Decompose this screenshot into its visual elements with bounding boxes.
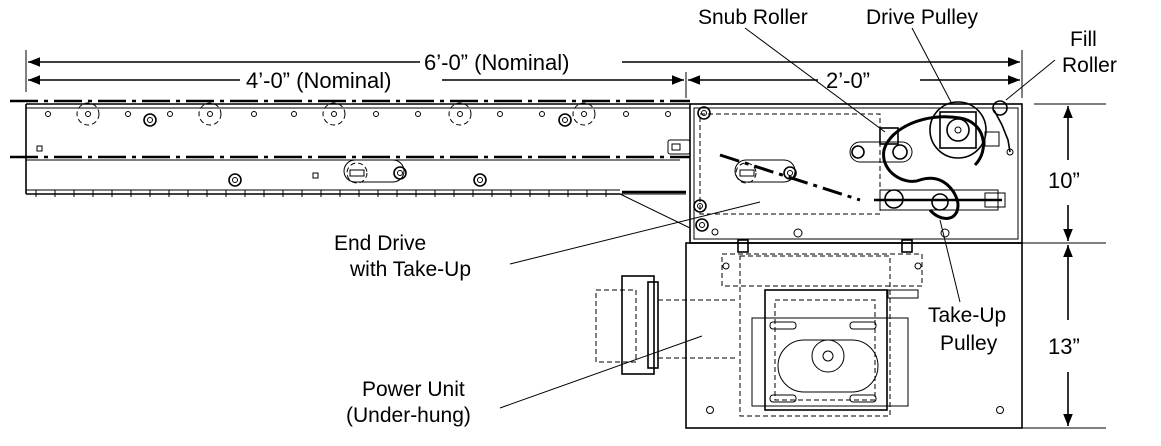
snub-roller-label: Snub Roller [698,6,808,29]
lower-height-label: 13” [1048,334,1080,359]
upper-height-label: 10” [1048,168,1080,193]
bed-rollers [36,102,691,187]
take-up-pulley-label-line2: Pulley [940,332,998,355]
bed-ticks [35,190,607,197]
power-unit-label-line1: Power Unit [362,378,465,401]
end-drive-label-line1: End Drive [334,232,426,255]
end-drive-housing [689,100,1023,244]
power-unit-label-line2: (Under-hung) [346,404,471,427]
section-b-length-label: 2’-0” [826,68,870,93]
section-a-length-label: 4’-0” (Nominal) [246,68,391,93]
leader-lines [499,27,1056,409]
fill-roller-label-line1: Fill [1070,28,1097,51]
dimension-lines [25,50,1106,429]
conveyor-bed [10,99,691,229]
end-drive-label-line2: with Take-Up [349,258,471,281]
fill-roller-label-line2: Roller [1062,54,1117,77]
overall-length-label: 6’-0” (Nominal) [424,50,569,75]
power-unit [595,239,1023,429]
take-up-pulley-label-line1: Take-Up [928,304,1006,327]
drive-pulley-label: Drive Pulley [866,6,979,29]
